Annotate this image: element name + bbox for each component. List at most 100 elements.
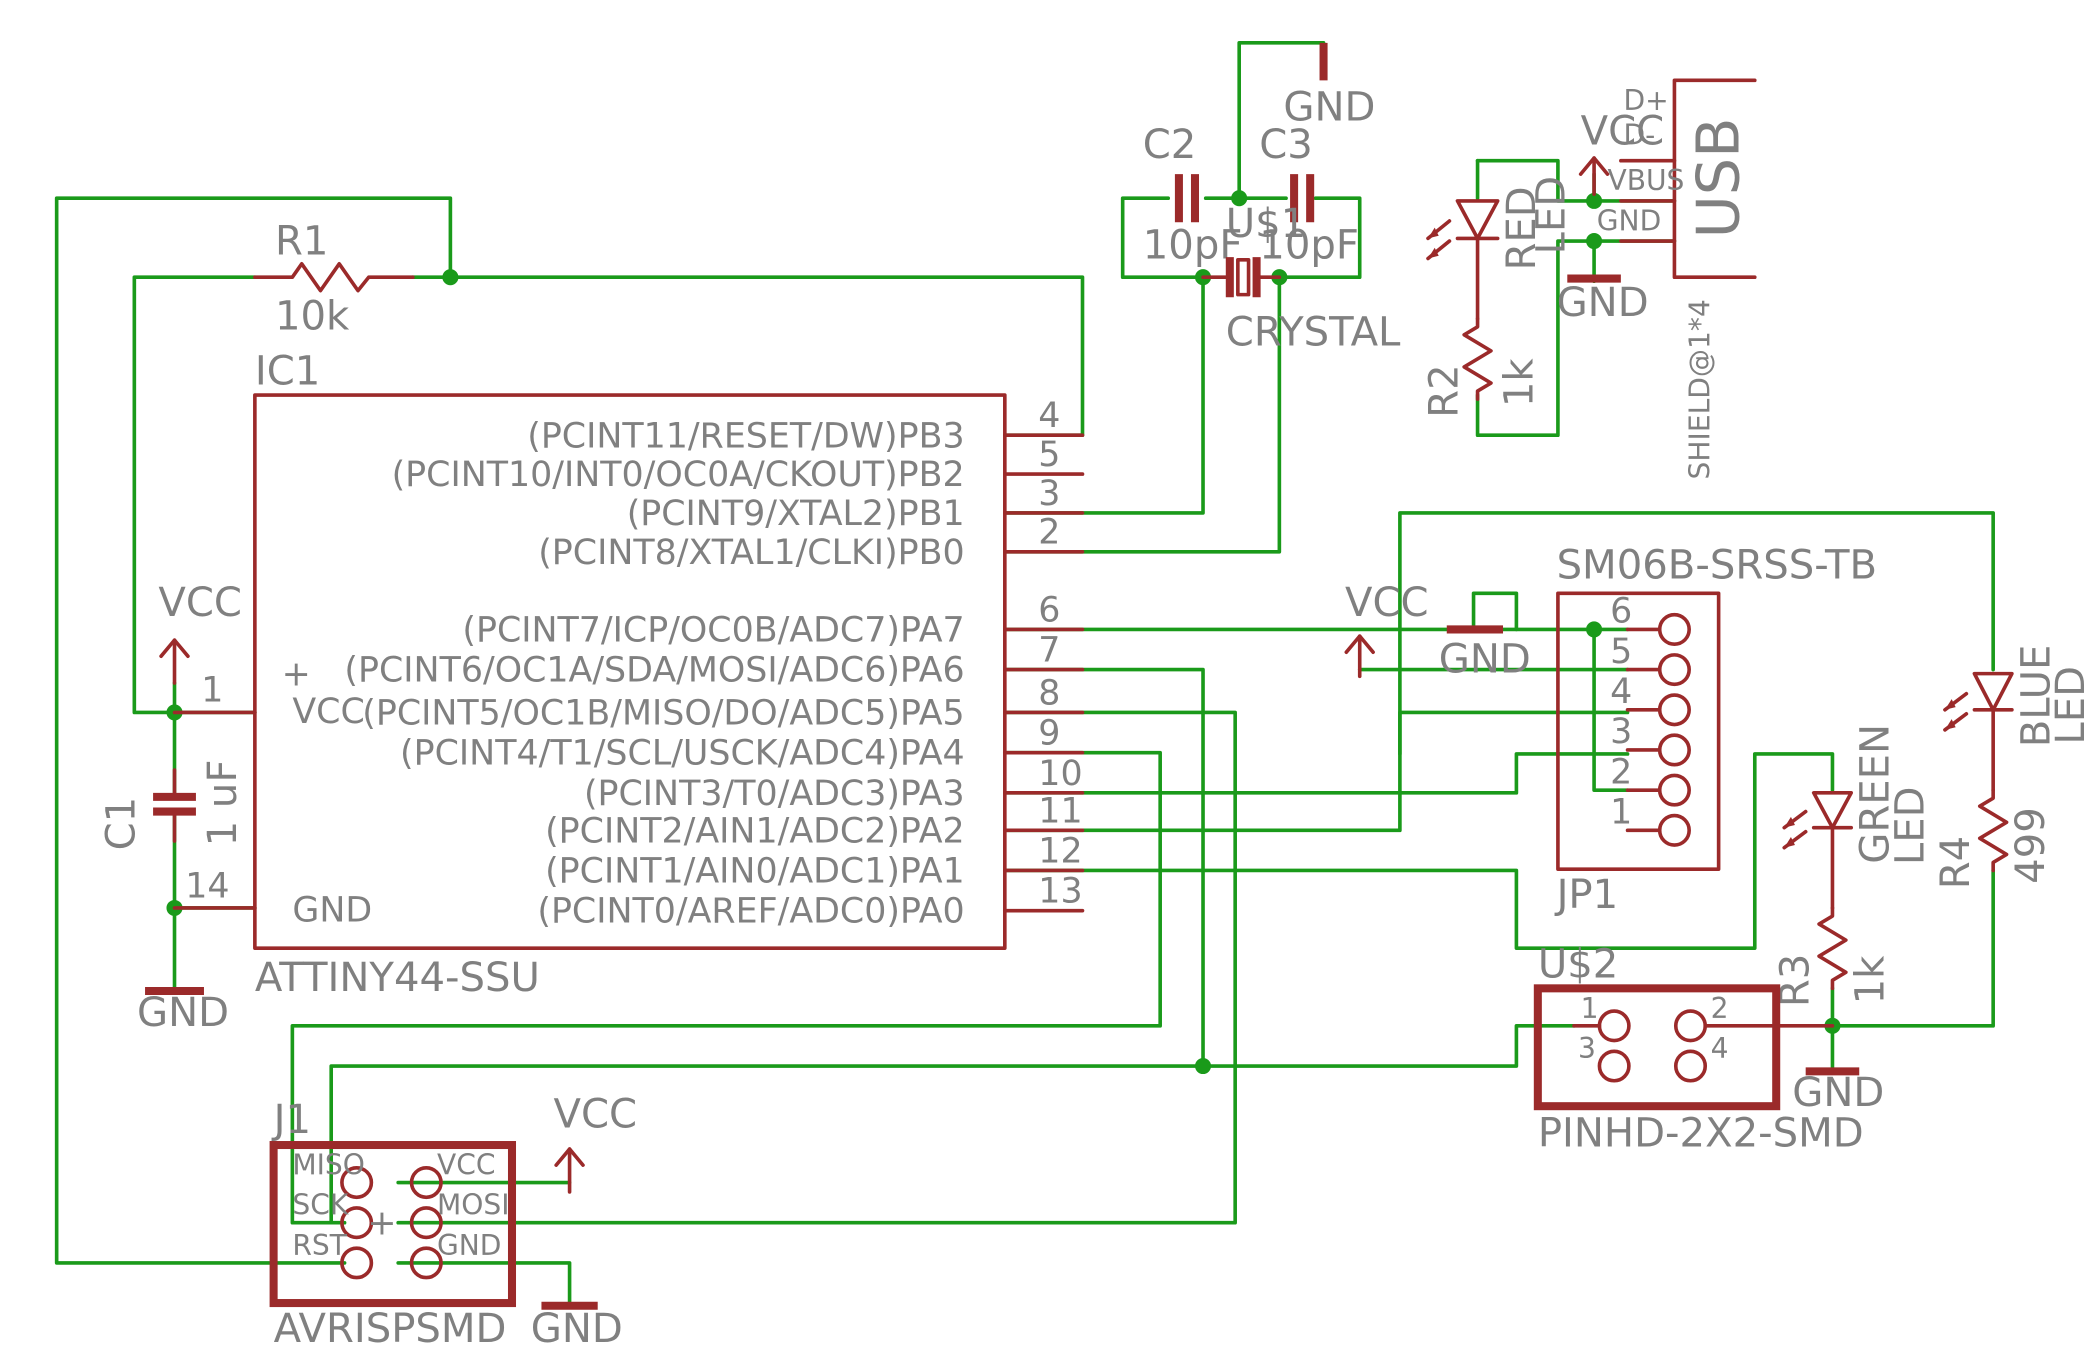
- r4-value: 499: [2008, 807, 2054, 884]
- resistor-r4: R4 499: [1933, 788, 2054, 889]
- jp1-pin: 3: [1610, 712, 1632, 752]
- vcc-label: VCC: [1581, 109, 1665, 155]
- j1-pin-miso: MISO: [292, 1148, 365, 1181]
- vcc-symbol-usb: VCC: [1578, 109, 1665, 196]
- ic1-pin-label: (PCINT2/AIN1/ADC2)PA2: [545, 811, 965, 851]
- r4-name: R4: [1933, 836, 1979, 889]
- ic1-attiny44: IC1 ATTINY44-SSU + VCC GND 1 14 (PCINT11…: [172, 348, 1085, 1001]
- jp1-value: SM06B-SRSS-TB: [1557, 543, 1878, 589]
- ic1-name: IC1: [255, 348, 320, 394]
- svg-text:+: +: [367, 1204, 396, 1244]
- r1-value: 10k: [275, 293, 350, 339]
- vcc-symbol-j1: VCC: [554, 1092, 638, 1194]
- j1-pin-sck: SCK: [292, 1189, 349, 1222]
- j1-pin-mosi: MOSI: [437, 1189, 510, 1222]
- ic1-pin-num: 11: [1038, 791, 1082, 831]
- u2-value: PINHD-2X2-SMD: [1538, 1110, 1864, 1156]
- j1-pin-gnd: GND: [437, 1229, 501, 1262]
- ic1-pin-label: (PCINT6/OC1A/SDA/MOSI/ADC6)PA6: [344, 651, 964, 691]
- vcc-label: VCC: [158, 580, 242, 626]
- r2-name: R2: [1421, 364, 1467, 417]
- ic1-pin-num: 13: [1038, 872, 1082, 912]
- ic1-pin-label: (PCINT7/ICP/OC0B/ADC7)PA7: [462, 610, 964, 650]
- led-blue: BLUE LED: [1943, 645, 2090, 792]
- led-red: RED LED: [1426, 176, 1575, 321]
- ic1-pin-1: 1: [201, 671, 223, 711]
- capacitor-c3: C3 10pF: [1259, 122, 1359, 268]
- gnd-label: GND: [1792, 1070, 1884, 1116]
- usb-pin-dminus: D-: [1624, 119, 1656, 152]
- gnd-label: GND: [1439, 636, 1531, 682]
- usb-name: USB: [1684, 117, 1753, 238]
- ic1-pin-label: (PCINT3/T0/ADC3)PA3: [584, 774, 965, 814]
- led-red-line2: LED: [1529, 176, 1575, 255]
- ic1-pin-num: 9: [1038, 714, 1060, 754]
- j1-pin-vcc: VCC: [437, 1148, 495, 1181]
- ic1-pin-label: (PCINT9/XTAL2)PB1: [627, 494, 965, 534]
- ic1-gnd-label: GND: [292, 890, 372, 930]
- wires: [54, 41, 1995, 1308]
- jp1-pin: 4: [1610, 672, 1632, 712]
- gnd-label: GND: [531, 1306, 623, 1352]
- vcc-symbol-left: VCC: [158, 580, 242, 685]
- u2-pin: 4: [1711, 1032, 1729, 1065]
- junctions: [166, 190, 1841, 1075]
- ic1-pin-num: 6: [1038, 590, 1060, 630]
- ic1-pin-label: (PCINT10/INT0/OC0A/CKOUT)PB2: [392, 455, 965, 495]
- ic1-pin-num: 5: [1038, 435, 1060, 475]
- u2-pin: 3: [1578, 1032, 1596, 1065]
- jp1-name: JP1: [1554, 872, 1619, 918]
- crystal-name: U$1: [1226, 201, 1307, 247]
- ic1-pin-num: 3: [1038, 474, 1060, 514]
- j1-name: J1: [271, 1097, 311, 1143]
- led-blue-line2: LED: [2048, 666, 2090, 745]
- ic1-pin-label: (PCINT0/AREF/ADC0)PA0: [537, 892, 964, 932]
- c2-name: C2: [1143, 122, 1197, 168]
- gnd-label: GND: [1557, 280, 1649, 326]
- ic1-pin-num: 7: [1038, 631, 1060, 671]
- ic1-pin-num: 10: [1038, 754, 1082, 794]
- capacitor-c1: C1 1 uF: [98, 760, 246, 851]
- gnd-label: GND: [137, 990, 229, 1036]
- resistor-r2: R2 1k: [1421, 316, 1542, 418]
- u2-name: U$2: [1538, 942, 1619, 988]
- gnd-symbol-jp1: GND: [1439, 625, 1531, 682]
- usb-pin-gnd: GND: [1597, 204, 1661, 237]
- ic1-pin-num: 8: [1038, 673, 1060, 713]
- led-red-line1: RED: [1499, 186, 1545, 270]
- usb-pin-dplus: D+: [1624, 84, 1669, 117]
- usb-pin-vbus: VBUS: [1607, 164, 1684, 197]
- capacitor-c2: C2 10pF: [1143, 122, 1243, 268]
- connector-j1: + MISO VCC SCK MOSI RST GND J1 AVRISPSMD: [269, 1097, 517, 1352]
- c1-value: 1 uF: [200, 760, 246, 847]
- led-green: GREEN LED: [1782, 724, 1934, 910]
- ic1-pin-label: (PCINT11/RESET/DW)PB3: [527, 416, 964, 456]
- connector-jp1: 6 5 4 3 2 1 SM06B-SRSS-TB JP1: [1554, 543, 1878, 918]
- vcc-symbol-jp1: VCC: [1344, 580, 1429, 679]
- gnd-symbol-u2: GND: [1792, 1067, 1884, 1116]
- gnd-symbol-j1: GND: [531, 1301, 623, 1352]
- svg-text:+: +: [282, 655, 311, 695]
- gnd-symbol-top: GND: [1283, 42, 1375, 131]
- r3-value: 1k: [1847, 955, 1893, 1005]
- gnd-symbol-usb: GND: [1557, 274, 1649, 326]
- jp1-pin: 1: [1610, 793, 1632, 833]
- ic1-pin-label: (PCINT5/OC1B/MISO/DO/ADC5)PA5: [362, 694, 964, 734]
- jp1-pin: 5: [1610, 632, 1632, 672]
- gnd-symbol-left: GND: [137, 987, 229, 1036]
- ic1-pin-label: (PCINT1/AIN0/ADC1)PA1: [545, 852, 965, 892]
- led-green-line2: LED: [1888, 786, 1934, 865]
- usb-connector: D+ D- VBUS GND USB SHIELD@1*4: [1597, 78, 1757, 479]
- vcc-label: VCC: [554, 1092, 638, 1138]
- crystal-u1: U$1 CRYSTAL: [1201, 201, 1401, 356]
- ic1-pin-14: 14: [185, 866, 229, 906]
- ic1-value: ATTINY44-SSU: [255, 955, 540, 1001]
- ic1-pin-num: 12: [1038, 831, 1082, 871]
- r1-name: R1: [275, 218, 328, 264]
- ic1-pin-num: 4: [1038, 396, 1060, 436]
- resistor-r3: R3 1k: [1772, 906, 1893, 1007]
- j1-value: AVRISPSMD: [274, 1306, 507, 1352]
- jp1-pin: 6: [1610, 592, 1632, 632]
- header-u2: 1 2 3 4 U$2 PINHD-2X2-SMD: [1533, 942, 1864, 1156]
- u2-pin: 1: [1581, 992, 1599, 1025]
